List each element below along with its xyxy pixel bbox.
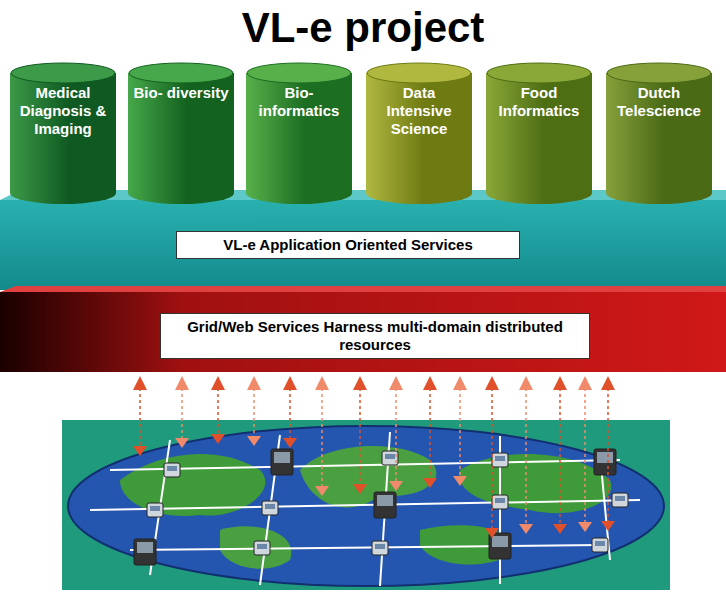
domain-label: Bio- informatics xyxy=(250,84,348,120)
service-band xyxy=(0,200,726,290)
domain-cylinder: Dutch Telescience xyxy=(606,62,712,204)
domain-label: Medical Diagnosis & Imaging xyxy=(14,84,112,138)
cylinder-shape xyxy=(606,62,712,204)
cylinder-top xyxy=(129,63,233,83)
computer-icon xyxy=(164,463,180,477)
service-box: Grid/Web Services Harness multi-domain d… xyxy=(160,313,590,359)
title: VL-e project xyxy=(0,4,726,52)
domain-cylinder: Food Informatics xyxy=(486,62,592,204)
computer-icons xyxy=(134,449,628,565)
network-lines xyxy=(90,432,640,586)
cylinder-body xyxy=(366,73,472,204)
cylinder-shape xyxy=(128,62,234,204)
cylinder-top xyxy=(487,63,591,83)
network-line xyxy=(90,500,640,510)
network-line xyxy=(110,460,620,470)
domain-label: Data Intensive Science xyxy=(370,84,468,138)
computer-icon xyxy=(262,501,278,515)
grid-band xyxy=(0,292,726,372)
service-box: VL-e Application Oriented Services xyxy=(176,231,520,259)
cylinder-top xyxy=(367,63,471,83)
computer-icon xyxy=(147,503,163,517)
cylinder-body xyxy=(128,73,234,204)
link-arrows xyxy=(133,376,615,538)
domain-label: Dutch Telescience xyxy=(610,84,708,120)
domain-cylinder: Bio- diversity xyxy=(128,62,234,204)
cylinder-body xyxy=(10,73,116,204)
land xyxy=(300,446,436,507)
globe-panel xyxy=(62,420,670,590)
globe xyxy=(68,426,664,586)
computer-icon xyxy=(374,492,396,518)
computer-icon xyxy=(134,539,156,565)
network-line xyxy=(130,545,600,550)
cylinder-top xyxy=(247,63,351,83)
domain-label: Food Informatics xyxy=(490,84,588,120)
cylinder-top xyxy=(11,63,115,83)
computer-icon xyxy=(254,541,270,555)
band-top xyxy=(0,286,726,292)
computer-icon xyxy=(612,493,628,507)
cylinder-body xyxy=(606,73,712,204)
domain-label: Bio- diversity xyxy=(132,84,230,102)
domain-cylinder: Data Intensive Science xyxy=(366,62,472,204)
cylinder-shape xyxy=(486,62,592,204)
domain-cylinder: Bio- informatics xyxy=(246,62,352,204)
cylinder-top xyxy=(607,63,711,83)
computer-icon xyxy=(492,495,508,509)
domain-cylinder: Medical Diagnosis & Imaging xyxy=(10,62,116,204)
service-label: VL-e Application Oriented Services xyxy=(185,236,511,254)
computer-icon xyxy=(372,541,388,555)
computer-icon xyxy=(271,449,293,475)
computer-icon xyxy=(592,538,608,552)
cylinder-shape xyxy=(246,62,352,204)
land xyxy=(420,525,511,564)
computer-icon xyxy=(594,449,616,475)
cylinder-body xyxy=(486,73,592,204)
service-label: Grid/Web Services Harness multi-domain d… xyxy=(169,318,581,354)
computer-icon xyxy=(492,453,508,467)
cylinder-body xyxy=(246,73,352,204)
